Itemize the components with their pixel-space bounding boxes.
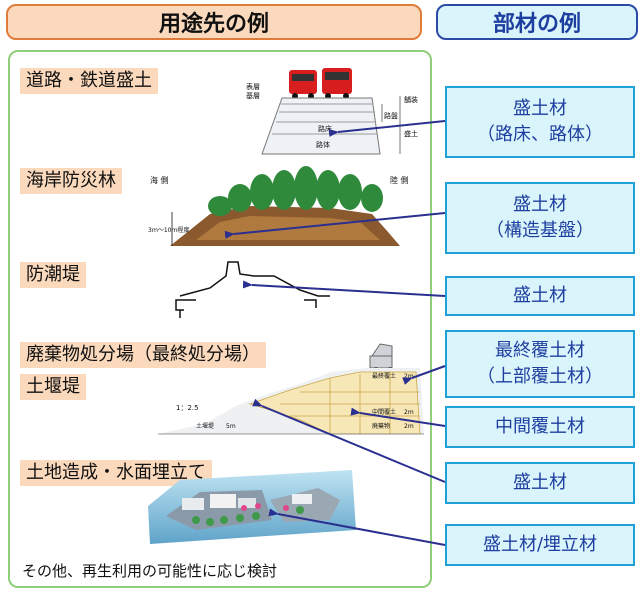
- material-line1: 盛土材/埋立材: [482, 534, 598, 555]
- category-earth-dike: 土堰堤: [20, 374, 86, 400]
- coastal-forest-illustration: 海 側 陸 側 3ｍ～10ｍ程度: [148, 166, 409, 246]
- landfill-illustration: 最終覆土 中間覆土 廃棄物 1：2.5 土堰堤 5m 2m 2m 2m: [158, 343, 424, 435]
- seawall-illustration: [175, 261, 330, 318]
- arrow-reclamation: [268, 508, 446, 546]
- truck-icon: [322, 68, 352, 99]
- label-2m-b: 2m: [404, 409, 414, 416]
- label-dike: 土堰堤: [196, 422, 214, 430]
- material-line1: 最終覆土材: [495, 340, 585, 361]
- label-5m: 5m: [226, 423, 236, 430]
- arrow-roadbed: [328, 120, 446, 137]
- label-2m-c: 2m: [404, 423, 414, 430]
- category-landfill: 廃棄物処分場（最終処分場）: [20, 342, 266, 368]
- material-line1: 中間覆土材: [495, 416, 585, 437]
- reclamation-illustration: [148, 470, 356, 544]
- material-line2: （路床、路体）: [477, 124, 603, 145]
- label-2m-a: 2m: [404, 373, 414, 380]
- label-sea-side: 海 側: [150, 175, 169, 185]
- arrow-mid-cover: [350, 407, 446, 427]
- label-roadbed: 路床: [318, 124, 332, 133]
- arrow-final-cover: [402, 365, 446, 385]
- material-box-dike-fill: 盛土材: [445, 462, 635, 504]
- material-box-reclamation: 盛土材/埋立材: [445, 524, 635, 566]
- category-road-rail: 道路・鉄道盛土: [20, 68, 158, 94]
- arrow-seawall: [242, 280, 446, 297]
- label-final-cover: 最終覆土: [372, 372, 396, 380]
- label-subgrade: 路盤: [384, 111, 398, 120]
- arrows-layer: [224, 120, 446, 546]
- label-base: 基層: [246, 91, 260, 100]
- material-line1: 盛土材: [513, 285, 567, 306]
- label-surface: 表層: [246, 82, 260, 91]
- label-mid-cover: 中間覆土: [372, 408, 396, 416]
- material-line2: （上部覆土材）: [477, 366, 603, 387]
- label-waste: 廃棄物: [372, 422, 390, 430]
- materials-header: 部材の例: [436, 4, 638, 40]
- category-seawall: 防潮堤: [20, 262, 86, 288]
- material-box-seawall-fill: 盛土材: [445, 276, 635, 316]
- material-box-roadbed: 盛土材 （路床、路体）: [445, 86, 635, 158]
- truck-icon: [289, 70, 317, 99]
- uses-header: 用途先の例: [6, 4, 422, 40]
- label-pavement: 舗装: [404, 95, 418, 104]
- arrow-forest-base: [224, 212, 446, 239]
- material-line1: 盛土材: [513, 98, 567, 119]
- category-coastal-forest: 海岸防災林: [20, 168, 122, 194]
- footer-note: その他、再生利用の可能性に応じ検討: [22, 562, 278, 580]
- label-embankment-body: 路体: [316, 140, 330, 149]
- material-line1: 盛土材: [513, 194, 567, 215]
- label-land-side: 陸 側: [390, 175, 409, 185]
- material-box-mid-cover: 中間覆土材: [445, 406, 635, 448]
- label-height: 3ｍ～10ｍ程度: [148, 226, 189, 234]
- label-slope: 1：2.5: [176, 404, 199, 412]
- road-embankment-illustration: 表層 基層 舗装 路盤 路床 路体 盛土: [246, 68, 418, 155]
- label-fill: 盛土: [404, 129, 418, 138]
- material-box-final-cover: 最終覆土材 （上部覆土材）: [445, 330, 635, 398]
- arrow-dike-fill: [252, 398, 446, 483]
- material-line2: （構造基盤）: [486, 220, 594, 241]
- material-line1: 盛土材: [513, 472, 567, 493]
- material-box-structure-base: 盛土材 （構造基盤）: [445, 182, 635, 254]
